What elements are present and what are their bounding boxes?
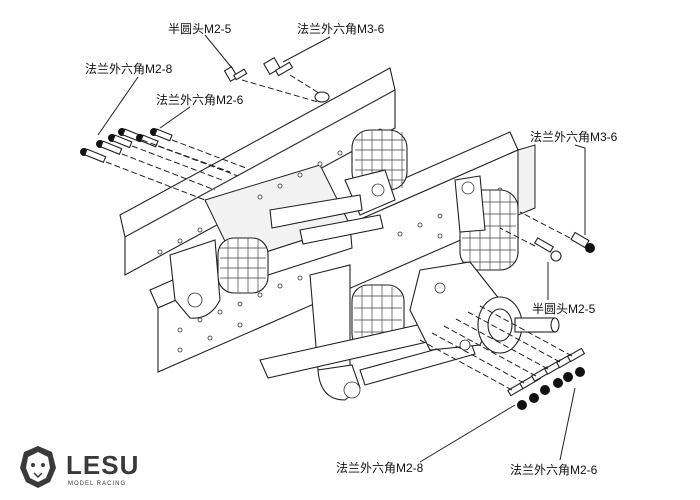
label-flange-m2-8-bottom: 法兰外六角M2-8 [336,461,424,475]
flange-bolts-bottom-cluster [507,347,586,410]
label-flange-m2-6-bottom: 法兰外六角M2-6 [510,463,598,477]
air-spring-left [217,237,269,294]
label-flange-m3-6-top: 法兰外六角M3-6 [297,22,385,36]
suspension-links [259,194,476,386]
leader-dashed-left-cluster [105,139,247,201]
leader-dashed-round-head-right [499,227,536,247]
label-flange-m2-8-left: 法兰外六角M2-8 [85,62,173,76]
label-round-head-m2-5-right: 半圆头M2-5 [532,302,596,316]
axle-differential [409,261,560,354]
label-leader-lines [97,34,586,463]
label-round-head-m2-5-top: 半圆头M2-5 [168,22,232,36]
bolt-receiver-top [314,91,330,103]
lesu-logo: LESU MODEL RACING [20,446,139,488]
lion-emblem-icon [20,446,56,488]
flange-bolts-left-cluster [80,128,173,163]
brand-name: LESU [66,450,139,480]
label-flange-m2-6-left: 法兰外六角M2-6 [156,93,244,107]
leader-dashed-round-head-top [241,79,319,103]
leader-dashed-flange-m3-right [519,211,571,239]
label-flange-m3-6-right: 法兰外六角M3-6 [530,130,618,144]
brand-tagline: MODEL RACING [68,481,126,487]
round-head-bolt-right [533,237,562,262]
flange-bolt-m3-right [570,231,595,253]
flange-bolt-m3-top [263,57,294,77]
leader-dashed-flange-m3-top [289,74,323,96]
round-head-bolt-top [223,66,248,82]
